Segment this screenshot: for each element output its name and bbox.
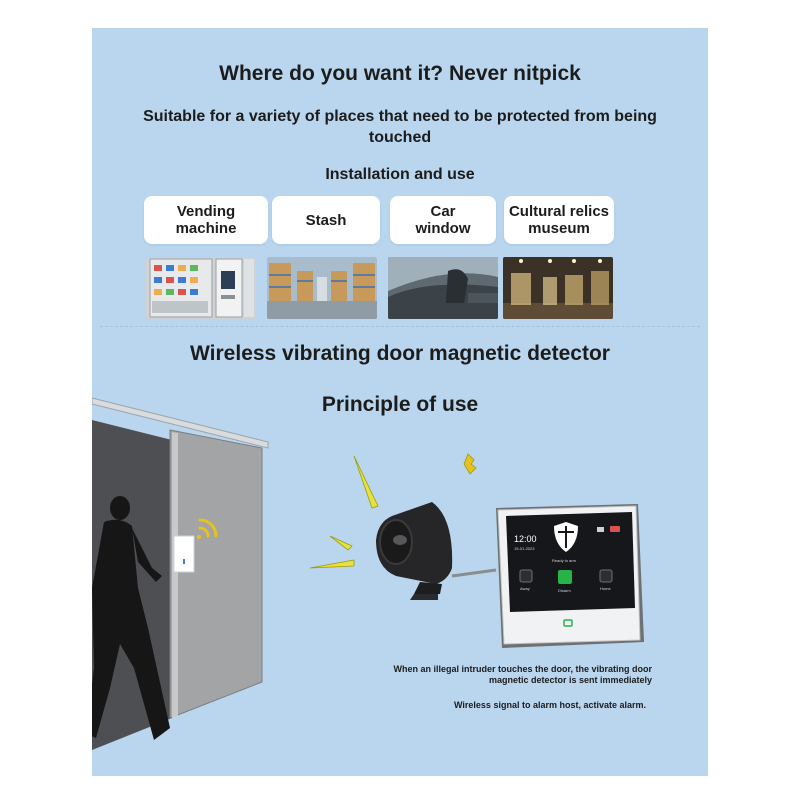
product-panel: Where do you want it? Never nitpick Suit… xyxy=(92,28,708,776)
warehouse-photo xyxy=(267,257,377,319)
alarm-host-panel xyxy=(496,504,644,648)
place-card-car-window: Car window xyxy=(390,196,496,244)
divider xyxy=(100,326,700,327)
place-label: Cultural relics museum xyxy=(508,203,610,237)
door-rail xyxy=(92,397,269,449)
caption-touch: When an illegal intruder touches the doo… xyxy=(393,664,652,685)
panel-status: Ready to arm xyxy=(552,558,577,563)
sliding-door xyxy=(169,429,263,719)
place-label: Vending machine xyxy=(175,203,237,237)
panel-button-disarm[interactable]: Disarm xyxy=(558,588,571,593)
panel-button-home[interactable]: Home xyxy=(600,586,611,591)
principle-title: Principle of use xyxy=(321,393,479,416)
subhead: Suitable for a variety of places that ne… xyxy=(143,108,657,146)
place-label: Stash xyxy=(305,211,347,229)
place-label: Car window xyxy=(415,203,471,237)
headline: Where do you want it? Never nitpick xyxy=(219,62,581,85)
product-title: Wireless vibrating door magnetic detecto… xyxy=(190,342,610,365)
intruder-silhouette-icon xyxy=(92,496,170,740)
door-detector-icon xyxy=(173,518,218,573)
museum-photo xyxy=(503,257,613,319)
principle-illustration xyxy=(92,397,644,750)
place-card-museum: Cultural relics museum xyxy=(504,196,614,244)
place-card-vending: Vending machine xyxy=(144,196,268,244)
vending-machine-photo xyxy=(146,257,256,319)
place-card-stash: Stash xyxy=(272,196,380,244)
car-window-photo xyxy=(388,257,498,319)
panel-time: 12:00 xyxy=(514,534,537,544)
siren-speaker-icon xyxy=(309,453,497,600)
panel-date: 15-01-2023 xyxy=(514,546,535,551)
panel-button-away[interactable]: Away xyxy=(520,586,530,591)
caption-signal: Wireless signal to alarm host, activate … xyxy=(454,700,646,710)
section-install-title: Installation and use xyxy=(325,166,475,183)
